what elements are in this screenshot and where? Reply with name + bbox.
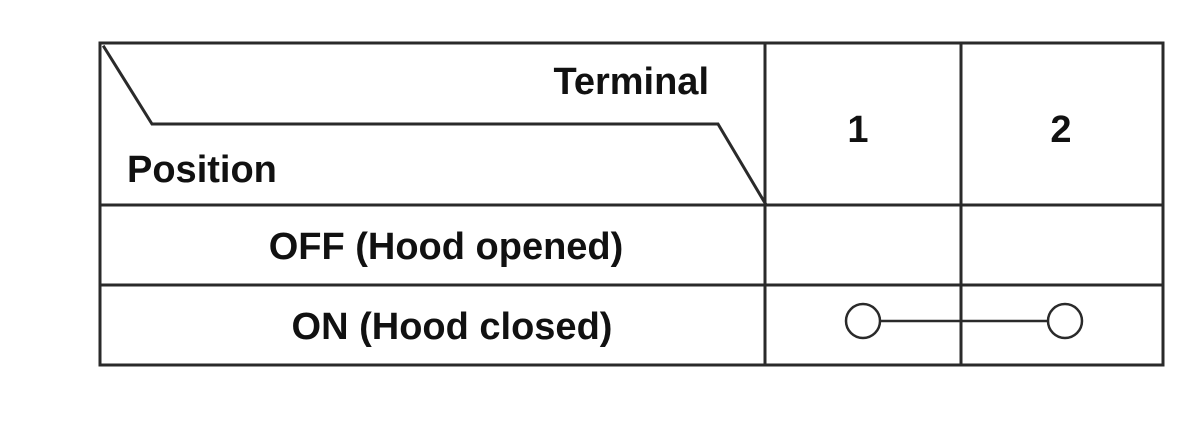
terminal-2-label: 2 — [1050, 109, 1071, 151]
terminal-header-label: Terminal — [553, 61, 709, 103]
terminal-1-label: 1 — [847, 109, 868, 151]
terminal-2-node — [1046, 302, 1084, 340]
continuity-symbol — [844, 302, 1084, 340]
header-diagonal-split — [101, 44, 768, 206]
row-label-on: ON (Hood closed) — [292, 306, 613, 348]
position-header-label: Position — [127, 149, 277, 191]
row-label-off: OFF (Hood opened) — [269, 226, 624, 268]
terminal-1-node — [844, 302, 882, 340]
